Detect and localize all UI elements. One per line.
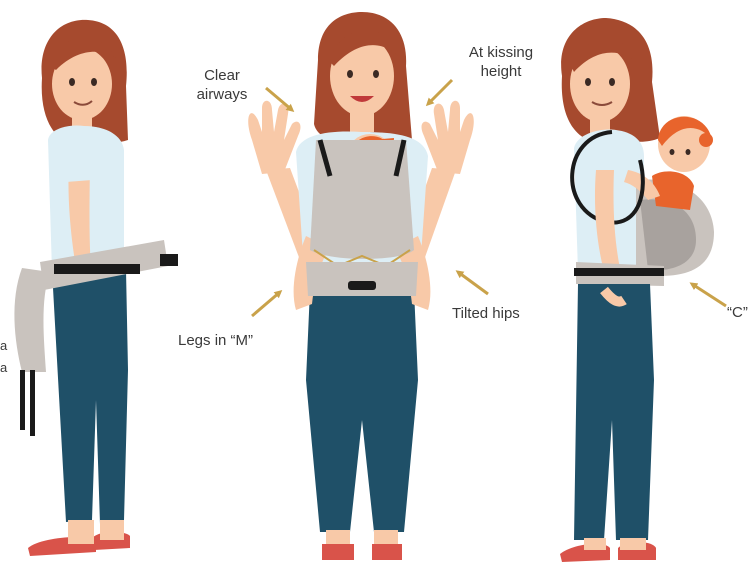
figure-left-side-view bbox=[14, 20, 178, 556]
label-left-fragment-1: a bbox=[0, 336, 7, 355]
arrow-icon bbox=[428, 80, 452, 104]
label-clear-airways: Clear airways bbox=[190, 66, 254, 104]
carrier-belt bbox=[306, 262, 418, 296]
label-clear-airways-line2: airways bbox=[190, 85, 254, 104]
jeans bbox=[52, 270, 128, 524]
label-kissing-height-line1: At kissing bbox=[458, 43, 544, 62]
label-left-fragment-2: a bbox=[0, 358, 7, 377]
arrow-icon bbox=[252, 292, 280, 316]
label-clear-airways-line1: Clear bbox=[190, 66, 254, 85]
hand-right bbox=[422, 101, 474, 174]
figure-center-front-carry bbox=[248, 12, 474, 560]
arrow-icon bbox=[692, 284, 726, 306]
hand-left bbox=[248, 101, 300, 174]
label-c-position: “C” bbox=[727, 303, 748, 322]
label-kissing-height: At kissing height bbox=[458, 43, 544, 81]
label-legs-m: Legs in “M” bbox=[178, 331, 253, 350]
shoe bbox=[372, 544, 402, 560]
label-tilted-hips: Tilted hips bbox=[452, 304, 520, 323]
arrow-icon bbox=[458, 272, 488, 294]
carrier-panel bbox=[14, 268, 50, 372]
figure-right-back-carry bbox=[560, 18, 714, 562]
jeans bbox=[306, 290, 418, 532]
shoe bbox=[322, 544, 354, 560]
jeans bbox=[574, 284, 654, 540]
label-kissing-height-line2: height bbox=[458, 62, 544, 81]
